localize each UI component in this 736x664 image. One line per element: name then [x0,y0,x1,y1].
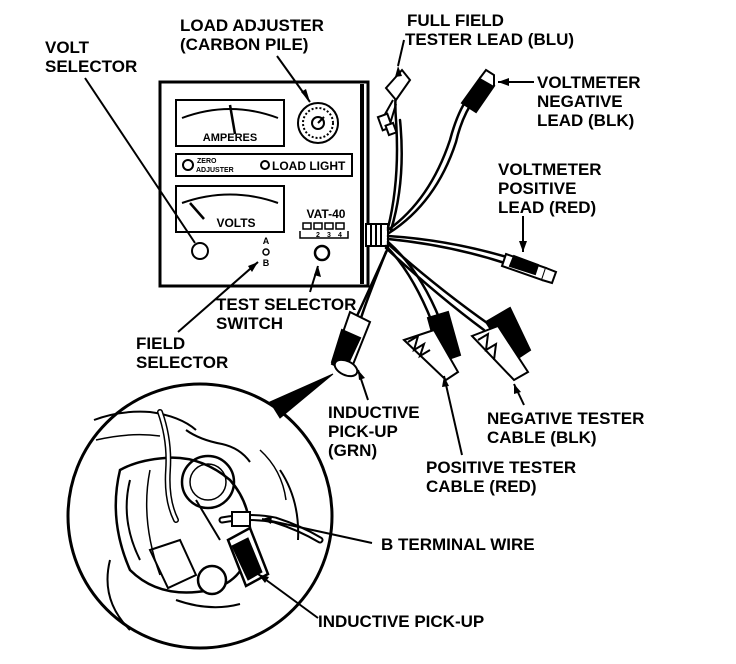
negative-tester-clamp [470,306,532,382]
test-selector-positions: 2 3 4 [299,222,349,239]
ammeter: AMPERES [175,99,285,147]
inductive-pickup-clamp [330,310,372,378]
voltmeter-negative-clip [460,68,496,114]
callout-field-selector: FIELD SELECTOR [136,334,229,372]
tester-box [158,80,370,288]
callout-voltmeter-positive: VOLTMETER POSITIVE LEAD (RED) [498,160,602,217]
cables [353,76,512,332]
detail-view [66,373,334,650]
cable-grommet [365,223,389,247]
load-light [260,160,270,170]
positive-tester-clamp [402,310,462,382]
amperes-label: AMPERES [203,132,257,144]
load-adjuster-knob[interactable] [297,102,339,144]
model-label: VAT-40 [307,207,346,221]
callout-inductive-pickup-grn: INDUCTIVE PICK-UP (GRN) [328,403,420,460]
callout-test-selector: TEST SELECTOR SWITCH [216,295,357,333]
field-position-b: B [263,258,270,268]
svg-text:3: 3 [327,232,331,239]
svg-text:2: 2 [316,232,320,239]
zero-adjuster-screw[interactable] [182,159,194,171]
callout-load-adjuster: LOAD ADJUSTER (CARBON PILE) [180,16,324,54]
zero-load-strip: ZERO ADJUSTER LOAD LIGHT [175,153,353,177]
test-selector-knob[interactable] [313,244,331,262]
field-selector-switch[interactable]: A B [262,236,270,268]
volts-label: VOLTS [216,216,255,230]
callout-full-field: FULL FIELD TESTER LEAD (BLU) [405,11,575,49]
callout-voltmeter-negative: VOLTMETER NEGATIVE LEAD (BLK) [537,73,641,130]
adjuster-label: ADJUSTER [196,167,234,174]
voltmeter-positive-clip [500,252,558,285]
leader-lines [84,39,534,619]
full-field-connector [376,68,412,137]
load-light-label: LOAD LIGHT [272,159,346,173]
callout-negative-tester-cable: NEGATIVE TESTER CABLE (BLK) [487,409,645,447]
field-position-a: A [263,236,270,246]
zero-label: ZERO [197,158,217,165]
callout-inductive-pickup: INDUCTIVE PICK-UP [318,612,485,631]
callout-b-terminal-wire: B TERMINAL WIRE [381,535,535,554]
svg-text:4: 4 [338,232,342,239]
voltmeter-gauge: VOLTS [175,185,285,233]
callout-positive-tester-cable: POSITIVE TESTER CABLE (RED) [426,458,577,496]
callout-volt-selector: VOLT SELECTOR [45,38,138,76]
leader-arrows [248,66,527,583]
volt-selector-knob[interactable] [191,242,209,260]
